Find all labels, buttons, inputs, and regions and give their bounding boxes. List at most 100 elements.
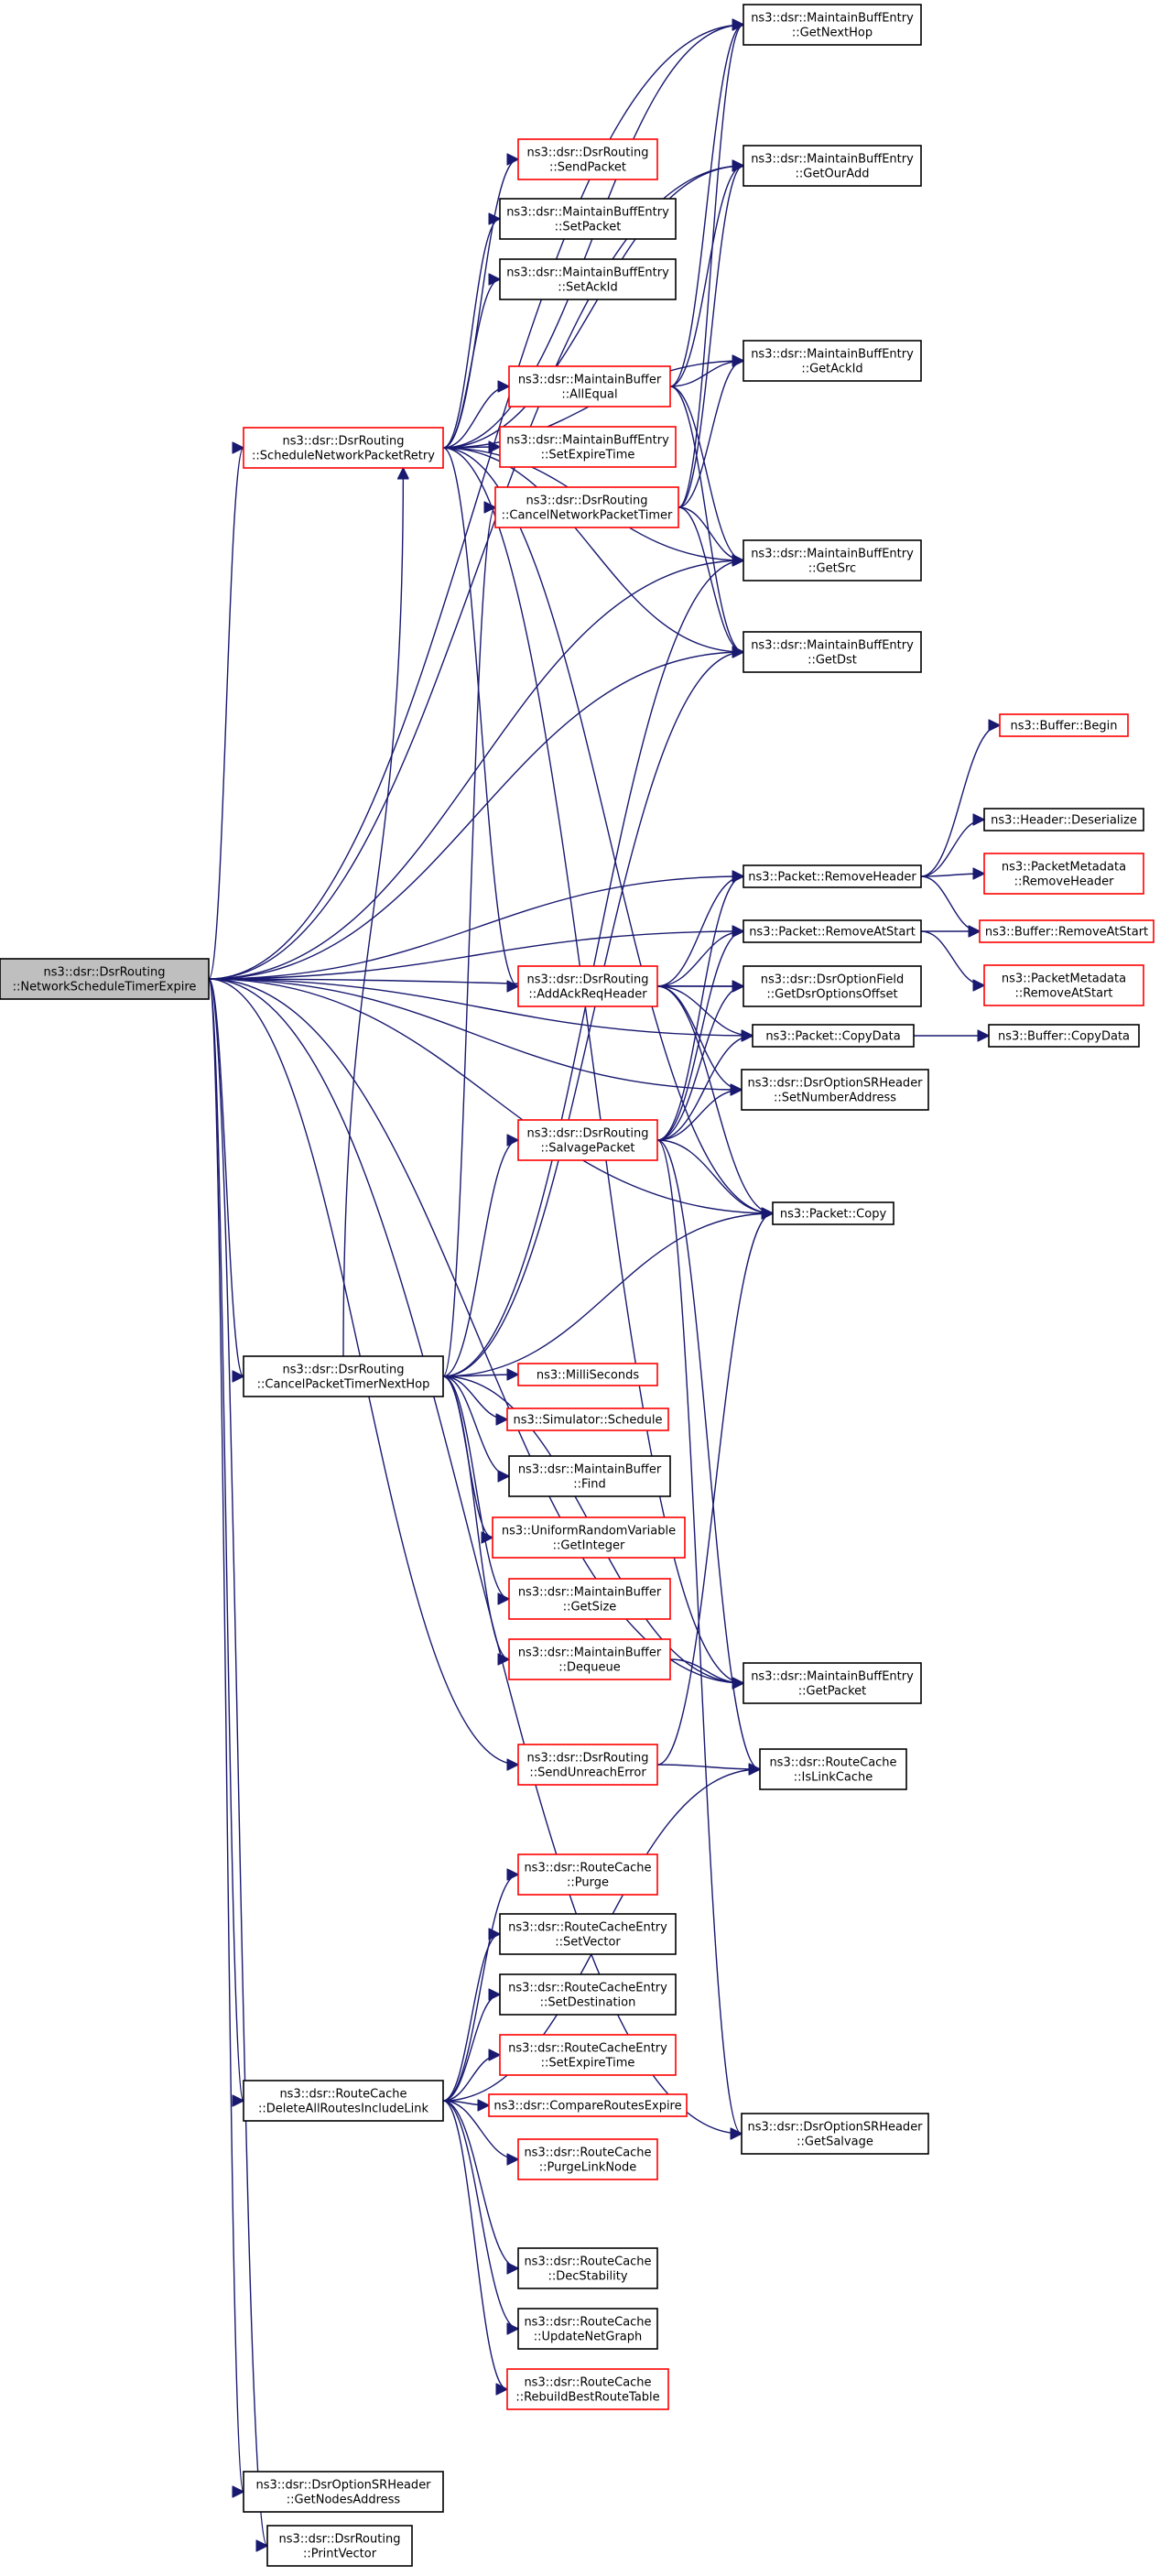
node-box — [499, 258, 677, 300]
node-purge[interactable]: ns3::dsr::RouteCache::Purge — [517, 1853, 658, 1896]
node-gsrc[interactable]: ns3::dsr::MaintainBuffEntry::GetSrc — [743, 539, 922, 582]
edge-root-ras — [208, 931, 743, 980]
node-rh[interactable]: ns3::Packet::RemoveHeader — [743, 864, 922, 888]
node-label: ::SendUnreachError — [529, 1766, 646, 1780]
edge-allequal-gnh — [669, 25, 744, 387]
node-label: ::DeleteAllRoutesIncludeLink — [258, 2103, 429, 2116]
node-label: ns3::dsr::RouteCache — [524, 2255, 651, 2269]
node-box — [517, 1119, 658, 1161]
edges — [208, 25, 1001, 2546]
node-sue[interactable]: ns3::dsr::DsrRouting::SendUnreachError — [517, 1744, 658, 1786]
node-bbegin[interactable]: ns3::Buffer::Begin — [999, 713, 1129, 737]
node-box — [517, 1853, 658, 1896]
node-salvage[interactable]: ns3::dsr::DsrRouting::SalvagePacket — [517, 1119, 658, 1161]
node-label: ns3::dsr::DsrOptionSRHeader — [747, 2121, 923, 2135]
node-label: ::IsLinkCache — [794, 1771, 873, 1785]
node-label: ns3::Buffer::RemoveAtStart — [985, 926, 1148, 940]
node-label: ::SendPacket — [549, 161, 626, 175]
node-label: ns3::PacketMetadata — [1002, 973, 1126, 986]
node-sna[interactable]: ns3::dsr::DsrOptionSRHeader::SetNumberAd… — [741, 1069, 929, 1111]
edge-cnpt-gack — [678, 361, 744, 508]
node-root[interactable]: ns3::dsr::DsrRouting::NetworkScheduleTim… — [0, 958, 210, 1000]
node-setexp[interactable]: ns3::dsr::MaintainBuffEntry::SetExpireTi… — [499, 426, 677, 468]
edge-salvage-sna — [656, 1090, 742, 1141]
node-pv[interactable]: ns3::dsr::DsrRouting::PrintVector — [266, 2525, 413, 2567]
node-bcd[interactable]: ns3::Buffer::CopyData — [988, 1024, 1140, 1048]
node-bras[interactable]: ns3::Buffer::RemoveAtStart — [979, 919, 1155, 943]
edge-cptnh-pcopy — [442, 1213, 773, 1377]
node-label: ::SetVector — [555, 1936, 621, 1950]
node-setack[interactable]: ns3::dsr::MaintainBuffEntry::SetAckId — [499, 258, 677, 300]
node-find[interactable]: ns3::dsr::MaintainBuffer::Find — [508, 1455, 671, 1497]
node-getsize[interactable]: ns3::dsr::MaintainBuffer::GetSize — [508, 1578, 671, 1620]
node-box — [499, 1973, 677, 2016]
edge-cptnh-sched — [442, 1375, 507, 1419]
node-gna[interactable]: ns3::dsr::DsrOptionSRHeader::GetNodesAdd… — [243, 2471, 444, 2513]
node-setvec[interactable]: ns3::dsr::RouteCacheEntry::SetVector — [499, 1913, 677, 1955]
node-rbrt[interactable]: ns3::dsr::RouteCache::RebuildBestRouteTa… — [506, 2368, 669, 2410]
node-label: ns3::dsr::MaintainBuffEntry — [751, 639, 914, 653]
node-gdst[interactable]: ns3::dsr::MaintainBuffEntry::GetDst — [743, 631, 922, 673]
edge-salvage-pcopy — [656, 1139, 773, 1213]
node-goa[interactable]: ns3::dsr::MaintainBuffEntry::GetOurAdd — [743, 145, 922, 187]
edge-darl-purge — [442, 1875, 519, 2102]
node-label: ::GetNodesAddress — [287, 2494, 401, 2507]
node-cd[interactable]: ns3::Packet::CopyData — [752, 1024, 915, 1048]
node-box — [743, 4, 922, 46]
node-label: ns3::dsr::MaintainBuffer — [518, 1463, 662, 1477]
edge-cptnh-snpr — [342, 468, 403, 1357]
node-ung[interactable]: ns3::dsr::RouteCache::UpdateNetGraph — [517, 2308, 658, 2350]
node-cre[interactable]: ns3::dsr::CompareRoutesExpire — [488, 2093, 688, 2117]
node-decstab[interactable]: ns3::dsr::RouteCache::DecStability — [517, 2247, 658, 2289]
node-label: ::GetSize — [563, 1601, 617, 1614]
edge-aarh-ras — [656, 931, 743, 987]
node-pcopy[interactable]: ns3::Packet::Copy — [772, 1201, 894, 1225]
node-cptnh[interactable]: ns3::dsr::DsrRouting::CancelPacketTimerN… — [243, 1355, 444, 1397]
node-setpkt[interactable]: ns3::dsr::MaintainBuffEntry::SetPacket — [499, 198, 677, 240]
edge-snpr-pcopy — [442, 447, 773, 1213]
node-urv[interactable]: ns3::UniformRandomVariable::GetInteger — [492, 1516, 686, 1559]
node-box — [499, 198, 677, 240]
edge-cptnh-getsize — [442, 1375, 510, 1599]
edge-allequal-goa — [669, 166, 744, 387]
node-pmrh[interactable]: ns3::PacketMetadata::RemoveHeader — [983, 853, 1144, 895]
node-pmras[interactable]: ns3::PacketMetadata::RemoveAtStart — [983, 964, 1144, 1006]
edge-root-rh — [208, 876, 743, 980]
node-dequeue[interactable]: ns3::dsr::MaintainBuffer::Dequeue — [508, 1638, 671, 1680]
node-ilc[interactable]: ns3::dsr::RouteCache::IsLinkCache — [759, 1748, 907, 1790]
node-label: ns3::dsr::MaintainBuffEntry — [506, 206, 669, 220]
node-allequal[interactable]: ns3::dsr::MaintainBuffer::AllEqual — [508, 365, 671, 408]
node-ras[interactable]: ns3::Packet::RemoveAtStart — [743, 919, 922, 943]
edge-salvage-rh — [656, 876, 744, 1141]
node-sendp[interactable]: ns3::dsr::DsrRouting::SendPacket — [517, 138, 658, 180]
node-box — [999, 713, 1129, 737]
node-gsalv[interactable]: ns3::dsr::DsrOptionSRHeader::GetSalvage — [741, 2113, 929, 2155]
node-box — [743, 1662, 922, 1704]
node-gpkt[interactable]: ns3::dsr::MaintainBuffEntry::GetPacket — [743, 1662, 922, 1704]
node-pln[interactable]: ns3::dsr::RouteCache::PurgeLinkNode — [517, 2138, 658, 2180]
node-label: ns3::Packet::RemoveHeader — [748, 871, 916, 885]
node-cnpt[interactable]: ns3::dsr::DsrRouting::CancelNetworkPacke… — [494, 486, 679, 528]
edge-rh-bbegin — [920, 725, 1001, 877]
node-gdoo[interactable]: ns3::dsr::DsrOptionField::GetDsrOptionsO… — [743, 965, 922, 1007]
node-label: ns3::dsr::CompareRoutesExpire — [493, 2100, 681, 2114]
node-box — [517, 2138, 658, 2180]
node-hdes[interactable]: ns3::Header::Deserialize — [983, 808, 1144, 831]
node-snpr[interactable]: ns3::dsr::DsrRouting::ScheduleNetworkPac… — [243, 427, 444, 469]
node-label: ns3::dsr::DsrOptionSRHeader — [255, 2479, 431, 2493]
edge-salvage-gsalv — [656, 1139, 743, 2134]
node-box — [508, 1455, 671, 1497]
node-sched[interactable]: ns3::Simulator::Schedule — [506, 1408, 669, 1431]
node-aarh[interactable]: ns3::dsr::DsrRouting::AddAckReqHeader — [517, 965, 658, 1007]
node-gack[interactable]: ns3::dsr::MaintainBuffEntry::GetAckId — [743, 340, 922, 382]
node-label: ::GetNextHop — [792, 27, 873, 40]
node-label: ::SetExpireTime — [541, 2057, 635, 2071]
node-darl[interactable]: ns3::dsr::RouteCache::DeleteAllRoutesInc… — [243, 2080, 444, 2122]
node-gnh[interactable]: ns3::dsr::MaintainBuffEntry::GetNextHop — [743, 4, 922, 46]
node-setdest[interactable]: ns3::dsr::RouteCacheEntry::SetDestinatio… — [499, 1973, 677, 2016]
node-label: ::GetSrc — [808, 562, 856, 576]
edge-cptnh-find — [442, 1375, 510, 1476]
node-rcset[interactable]: ns3::dsr::RouteCacheEntry::SetExpireTime — [499, 2034, 677, 2076]
node-box — [752, 1024, 915, 1048]
node-ms[interactable]: ns3::MilliSeconds — [517, 1363, 658, 1386]
